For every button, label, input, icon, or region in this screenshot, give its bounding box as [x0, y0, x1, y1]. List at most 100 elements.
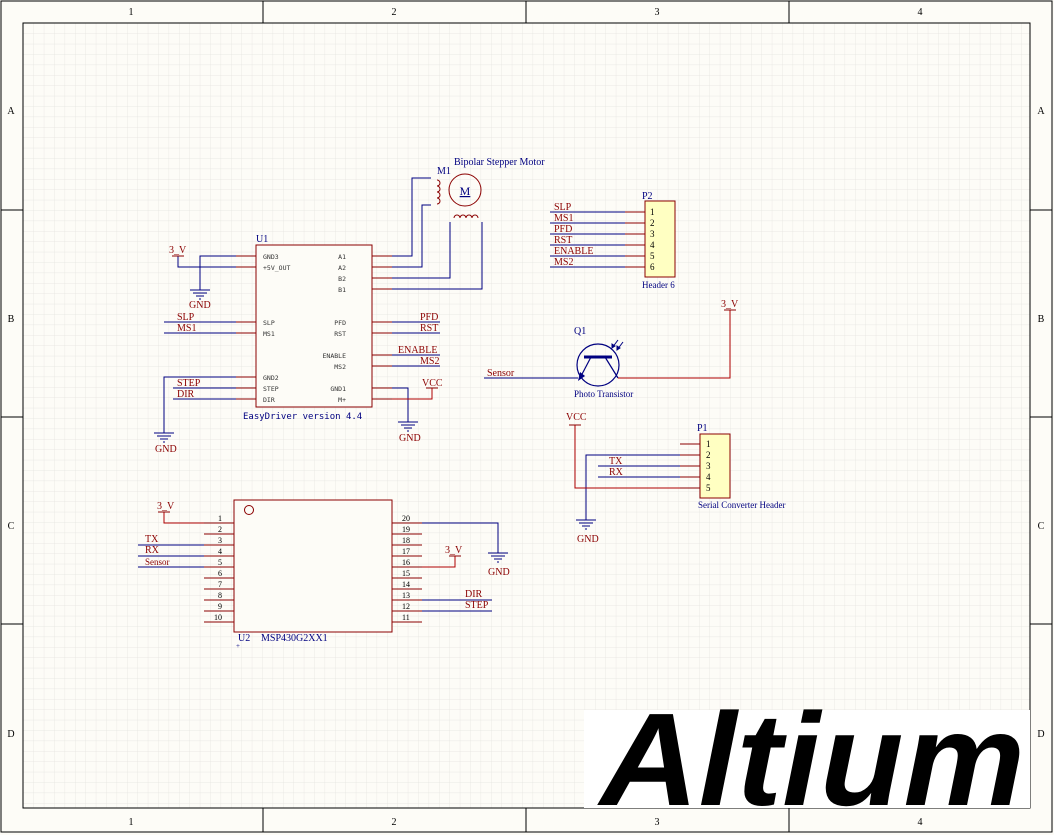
p2-body	[644, 200, 676, 278]
u2-pin-number: 6	[218, 569, 222, 578]
p2-pin-number: 1	[650, 207, 655, 217]
net-label-tx: TX	[145, 534, 159, 545]
net-label-3v: 3_V	[445, 545, 463, 556]
p2-pin-number: 6	[650, 262, 655, 272]
net-label-dir: DIR	[465, 589, 483, 600]
u1-pin-a2: A2	[338, 264, 346, 272]
border-zone-labels: 1 2 3 4 1 2 3 4 A B C D A B C D	[7, 7, 1045, 828]
drawing-grid	[23, 23, 1030, 808]
net-label-vcc: VCC	[566, 412, 587, 423]
u2-pin-number: 1	[218, 514, 222, 523]
q1-emitter-arrow	[578, 372, 585, 381]
ground-icon	[488, 552, 508, 563]
u2-pin-number: 16	[402, 558, 410, 567]
col-label-top: 1	[129, 7, 134, 18]
net-label-enable: ENABLE	[554, 246, 593, 257]
net-label-3v: 3_V	[169, 245, 187, 256]
row-label-right: C	[1038, 521, 1045, 532]
u2-pin-number: 10	[214, 613, 222, 622]
motor-designator: M1	[437, 166, 451, 177]
u1-pin-slp: SLP	[263, 319, 275, 327]
q1-designator: Q1	[574, 326, 586, 337]
net-label-rx: RX	[145, 545, 160, 556]
power-ports	[158, 255, 736, 557]
motor-title: Bipolar Stepper Motor	[454, 157, 545, 168]
u2-pin-number: 2	[218, 525, 222, 534]
net-label-ms1: MS1	[177, 323, 196, 334]
net-label-rx: RX	[609, 467, 624, 478]
ground-icon	[154, 432, 174, 443]
u1-pin-b2: B2	[338, 275, 346, 283]
u1-pin-pfd: PFD	[334, 319, 346, 327]
light-arrows-icon	[611, 339, 624, 351]
u2-pin-number: 19	[402, 525, 410, 534]
col-label-bottom: 4	[918, 817, 923, 828]
u2-name: MSP430G2XX1	[261, 633, 328, 644]
u2-origin-mark: +	[236, 642, 240, 650]
net-label-slp: SLP	[177, 312, 195, 323]
p1-serial-converter-header[interactable]: P1 Serial Converter Header 1 2 3 4 5	[697, 423, 785, 510]
p1-pin-number: 1	[706, 439, 711, 449]
u2-designator: U2	[238, 633, 250, 644]
col-label-bottom: 1	[129, 817, 134, 828]
u2-msp430[interactable]: U2 MSP430G2XX1 1 2 3 4 5 6 7 8 9 10 20 1…	[214, 499, 410, 650]
motor-body	[448, 173, 482, 207]
u1-pin-a1: A1	[338, 253, 346, 261]
row-label-left: A	[7, 106, 15, 117]
u1-pin-ms2: MS2	[334, 363, 346, 371]
net-label-ms1: MS1	[554, 213, 573, 224]
net-label-rst: RST	[420, 323, 438, 334]
u1-pin-dir: DIR	[263, 396, 275, 404]
p1-name: Serial Converter Header	[698, 500, 785, 510]
u2-pin-number: 8	[218, 591, 222, 600]
u1-pin-step: STEP	[263, 385, 279, 393]
net-label-3v: 3_V	[157, 501, 175, 512]
u2-pin-number: 7	[218, 580, 222, 589]
net-label-step: STEP	[465, 600, 489, 611]
net-label-gnd: GND	[577, 534, 599, 545]
ground-icon	[190, 289, 210, 300]
u1-pin-gnd3: GND3	[263, 253, 279, 261]
u1-pin-rst: RST	[334, 330, 346, 338]
ground-icon	[576, 519, 596, 530]
u1-pin-b1: B1	[338, 286, 346, 294]
u2-pin-number: 17	[402, 547, 410, 556]
net-label-gnd: GND	[155, 444, 177, 455]
net-label-step: STEP	[177, 378, 201, 389]
col-label-top: 2	[392, 7, 397, 18]
row-label-right: A	[1037, 106, 1045, 117]
net-label-dir: DIR	[177, 389, 195, 400]
row-label-left: C	[8, 521, 15, 532]
net-label-sensor: Sensor	[145, 557, 170, 567]
u2-pin-number: 12	[402, 602, 410, 611]
p2-pin-number: 5	[650, 251, 655, 261]
u1-designator: U1	[256, 234, 268, 245]
u1-pin-gnd1: GND1	[330, 385, 346, 393]
u2-pin-number: 20	[402, 514, 410, 523]
p1-designator: P1	[697, 423, 708, 434]
net-label-slp: SLP	[554, 202, 572, 213]
net-label-rst: RST	[554, 235, 572, 246]
p2-header-6[interactable]: P2 Header 6 1 2 3 4 5 6	[642, 191, 676, 290]
u2-pin-number: 5	[218, 558, 222, 567]
col-label-bottom: 2	[392, 817, 397, 828]
stepper-motor-m1[interactable]: M M1 Bipolar Stepper Motor	[436, 157, 545, 219]
u1-name: EasyDriver version 4.4	[243, 412, 362, 422]
net-label-gnd: GND	[399, 433, 421, 444]
p2-pin-number: 2	[650, 218, 655, 228]
col-label-top: 4	[918, 7, 923, 18]
q1-photo-transistor[interactable]: Q1 Photo Transistor	[574, 326, 633, 399]
u2-pin-number: 18	[402, 536, 410, 545]
net-label-pfd: PFD	[554, 224, 572, 235]
logo-text: Altium	[597, 686, 1025, 833]
altium-logo: Altium	[584, 686, 1030, 833]
col-label-top: 3	[655, 7, 660, 18]
u2-pin-number: 4	[218, 547, 222, 556]
u1-pin-enable: ENABLE	[323, 352, 347, 360]
u1-easydriver[interactable]: U1 EasyDriver version 4.4 GND3 +5V_OUT S…	[243, 234, 373, 422]
q1-body	[576, 343, 620, 387]
u2-pin-number: 15	[402, 569, 410, 578]
wires	[138, 177, 680, 612]
